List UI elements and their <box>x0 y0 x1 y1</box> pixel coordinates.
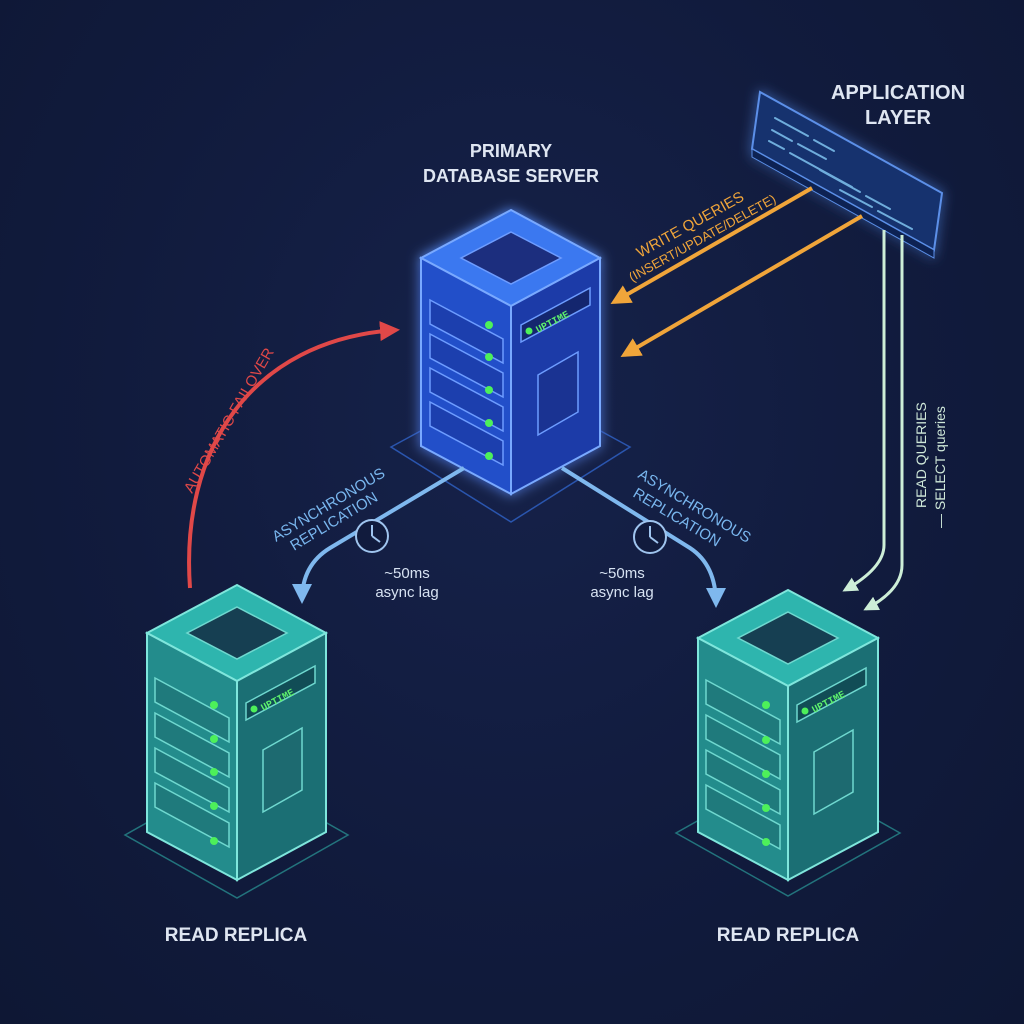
right-replica-status-leds <box>762 701 770 846</box>
primary-server-title-line1: PRIMARY <box>470 141 552 161</box>
replication-left-lag-value: ~50ms <box>384 565 429 582</box>
left-replica-drive-bays <box>154 676 230 849</box>
replication-right-flow: ASYNCHRONOUS REPLICATION ~50ms async lag <box>560 466 754 608</box>
clock-icon <box>355 519 389 553</box>
replication-left-flow: ASYNCHRONOUS REPLICATION ~50ms async lag <box>269 465 466 604</box>
application-layer-title-line1: APPLICATION <box>831 82 965 104</box>
left-replica-label: READ REPLICA <box>165 925 308 946</box>
read-queries-sublabel: — SELECT queries <box>932 406 948 528</box>
replication-right-lag-caption: async lag <box>590 584 653 601</box>
write-arrow-lower <box>620 214 864 358</box>
application-layer: APPLICATION LAYER <box>750 82 965 259</box>
replication-left-lag-caption: async lag <box>375 584 438 601</box>
read-arrow-outer <box>842 230 886 592</box>
clock-icon <box>633 520 667 554</box>
read-replica-right: UPTIME READ REPLICA <box>674 588 902 946</box>
write-queries-flow: WRITE QUERIES (INSERT/UPDATE/DELETE) <box>610 186 864 358</box>
read-arrow-inner <box>863 235 904 611</box>
read-replica-left: UPTIME READ REPLICA <box>123 583 350 946</box>
read-queries-flow: READ QUERIES — SELECT queries <box>842 230 948 611</box>
primary-server-display-panel <box>537 350 579 437</box>
primary-database-server: UPTIME PRIMARY DATABASE SERVER <box>389 141 632 523</box>
primary-server-status-panel <box>520 286 591 344</box>
primary-server-drive-bays <box>429 298 504 467</box>
replication-right-arrow <box>560 466 726 608</box>
failover-arrow <box>187 321 400 589</box>
right-replica-label: READ REPLICA <box>717 925 860 946</box>
application-layer-title-line2: LAYER <box>865 107 932 129</box>
read-queries-label: READ QUERIES <box>913 402 929 508</box>
primary-server-status-leds <box>485 321 493 460</box>
primary-server-title-line2: DATABASE SERVER <box>423 166 599 186</box>
right-replica-drive-bays <box>705 678 781 851</box>
write-arrow-upper <box>610 186 813 304</box>
left-replica-status-leds <box>210 701 218 845</box>
replication-left-arrow <box>292 466 466 604</box>
failover-label: AUTOMATIC FAILOVER <box>181 345 278 496</box>
application-code-lines <box>768 117 913 230</box>
replication-right-lag-value: ~50ms <box>599 565 644 582</box>
